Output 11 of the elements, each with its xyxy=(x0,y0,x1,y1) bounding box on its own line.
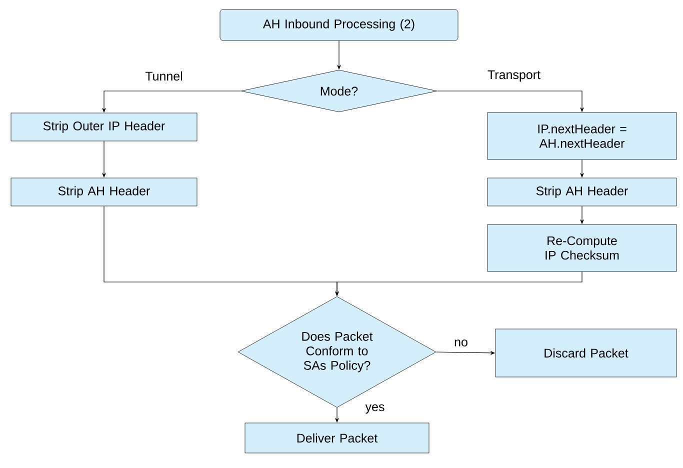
process-box: Deliver Packet xyxy=(244,422,430,454)
process-box: Strip AH Header xyxy=(487,178,677,206)
process-box: Discard Packet xyxy=(495,328,677,378)
start-box: AH Inbound Processing (2) xyxy=(220,9,458,41)
edge-label: Tunnel xyxy=(144,70,184,82)
process-box: Strip Outer IP Header xyxy=(10,112,198,142)
process-box: IP.nextHeader = AH.nextHeader xyxy=(487,112,677,160)
edge-label: no xyxy=(453,338,469,348)
process-box: Strip AH Header xyxy=(10,178,198,206)
process-box: Re-Compute IP Checksum xyxy=(487,224,677,272)
edge-label: Transport xyxy=(486,69,542,83)
